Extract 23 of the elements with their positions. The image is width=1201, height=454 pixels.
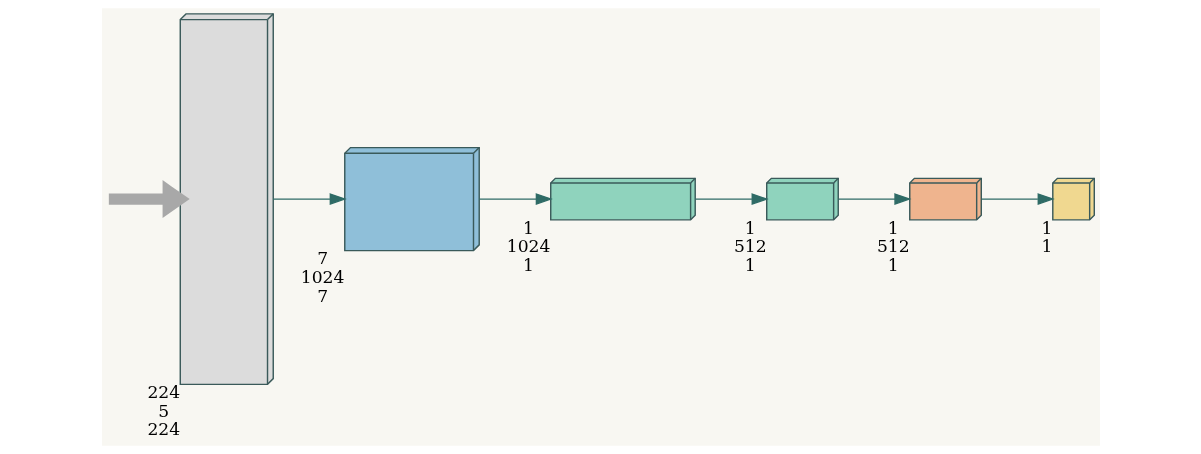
node-label: 1024 <box>506 236 550 257</box>
node-label: 512 <box>876 236 910 257</box>
arrow <box>108 180 190 219</box>
node-label: 512 <box>733 236 767 257</box>
arrow <box>694 193 769 206</box>
node-label: 1 <box>887 217 899 238</box>
node-label: 7 <box>316 285 328 306</box>
arrow <box>837 193 911 206</box>
arrow <box>272 193 347 206</box>
node-label: 5 <box>157 400 169 421</box>
arrow <box>478 193 553 206</box>
node-label: 1 <box>522 254 534 275</box>
node-label: 1 <box>744 217 756 238</box>
arrow <box>980 193 1055 206</box>
node-label: 224 <box>146 382 180 403</box>
node-label: 1 <box>744 254 756 275</box>
node-label: 1024 <box>300 266 344 287</box>
node-label: 1 <box>1041 217 1053 238</box>
node-label: 1 <box>522 217 534 238</box>
node-label: 224 <box>146 419 180 440</box>
node-label: 7 <box>316 248 328 269</box>
node-label: 1 <box>1041 236 1053 257</box>
node-label: 1 <box>887 254 899 275</box>
